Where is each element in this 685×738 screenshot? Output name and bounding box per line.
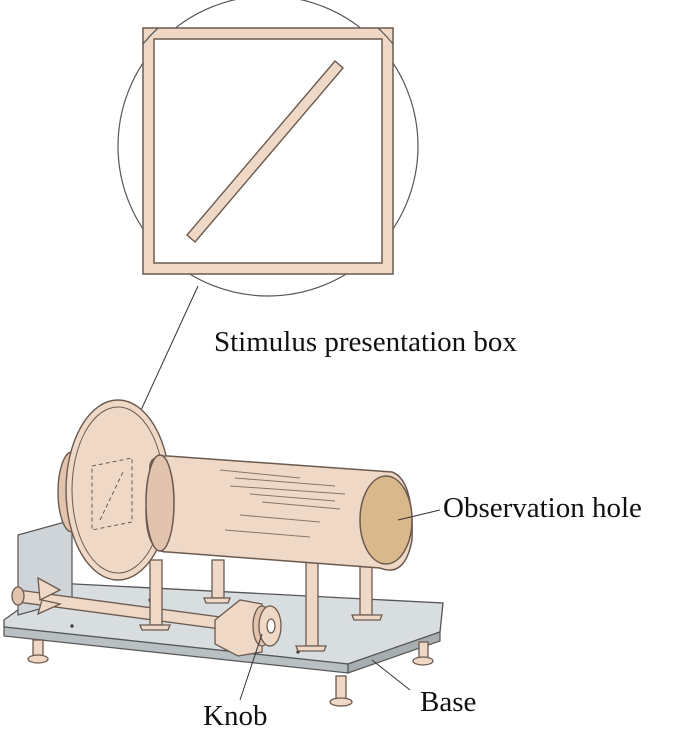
observation-leader <box>397 509 441 521</box>
magnifier-circle <box>117 0 419 297</box>
stimulus-box <box>57 399 171 581</box>
knob <box>252 605 282 647</box>
knob-label: Knob <box>203 700 268 732</box>
base-label: Base <box>420 686 477 718</box>
knob-bracket <box>214 599 263 657</box>
tube-supports <box>139 559 383 652</box>
base-leader <box>371 659 411 691</box>
observation-hole <box>359 475 413 565</box>
magnified-inset <box>117 0 419 297</box>
knob-leader <box>239 633 263 701</box>
observation-hole-label: Observation hole <box>443 492 642 524</box>
oblique-line-stimulus <box>186 60 344 243</box>
leader-lines <box>239 509 441 701</box>
base-feet <box>27 639 434 707</box>
viewing-tube <box>145 454 413 571</box>
stimulus-box-label: Stimulus presentation box <box>214 326 517 358</box>
